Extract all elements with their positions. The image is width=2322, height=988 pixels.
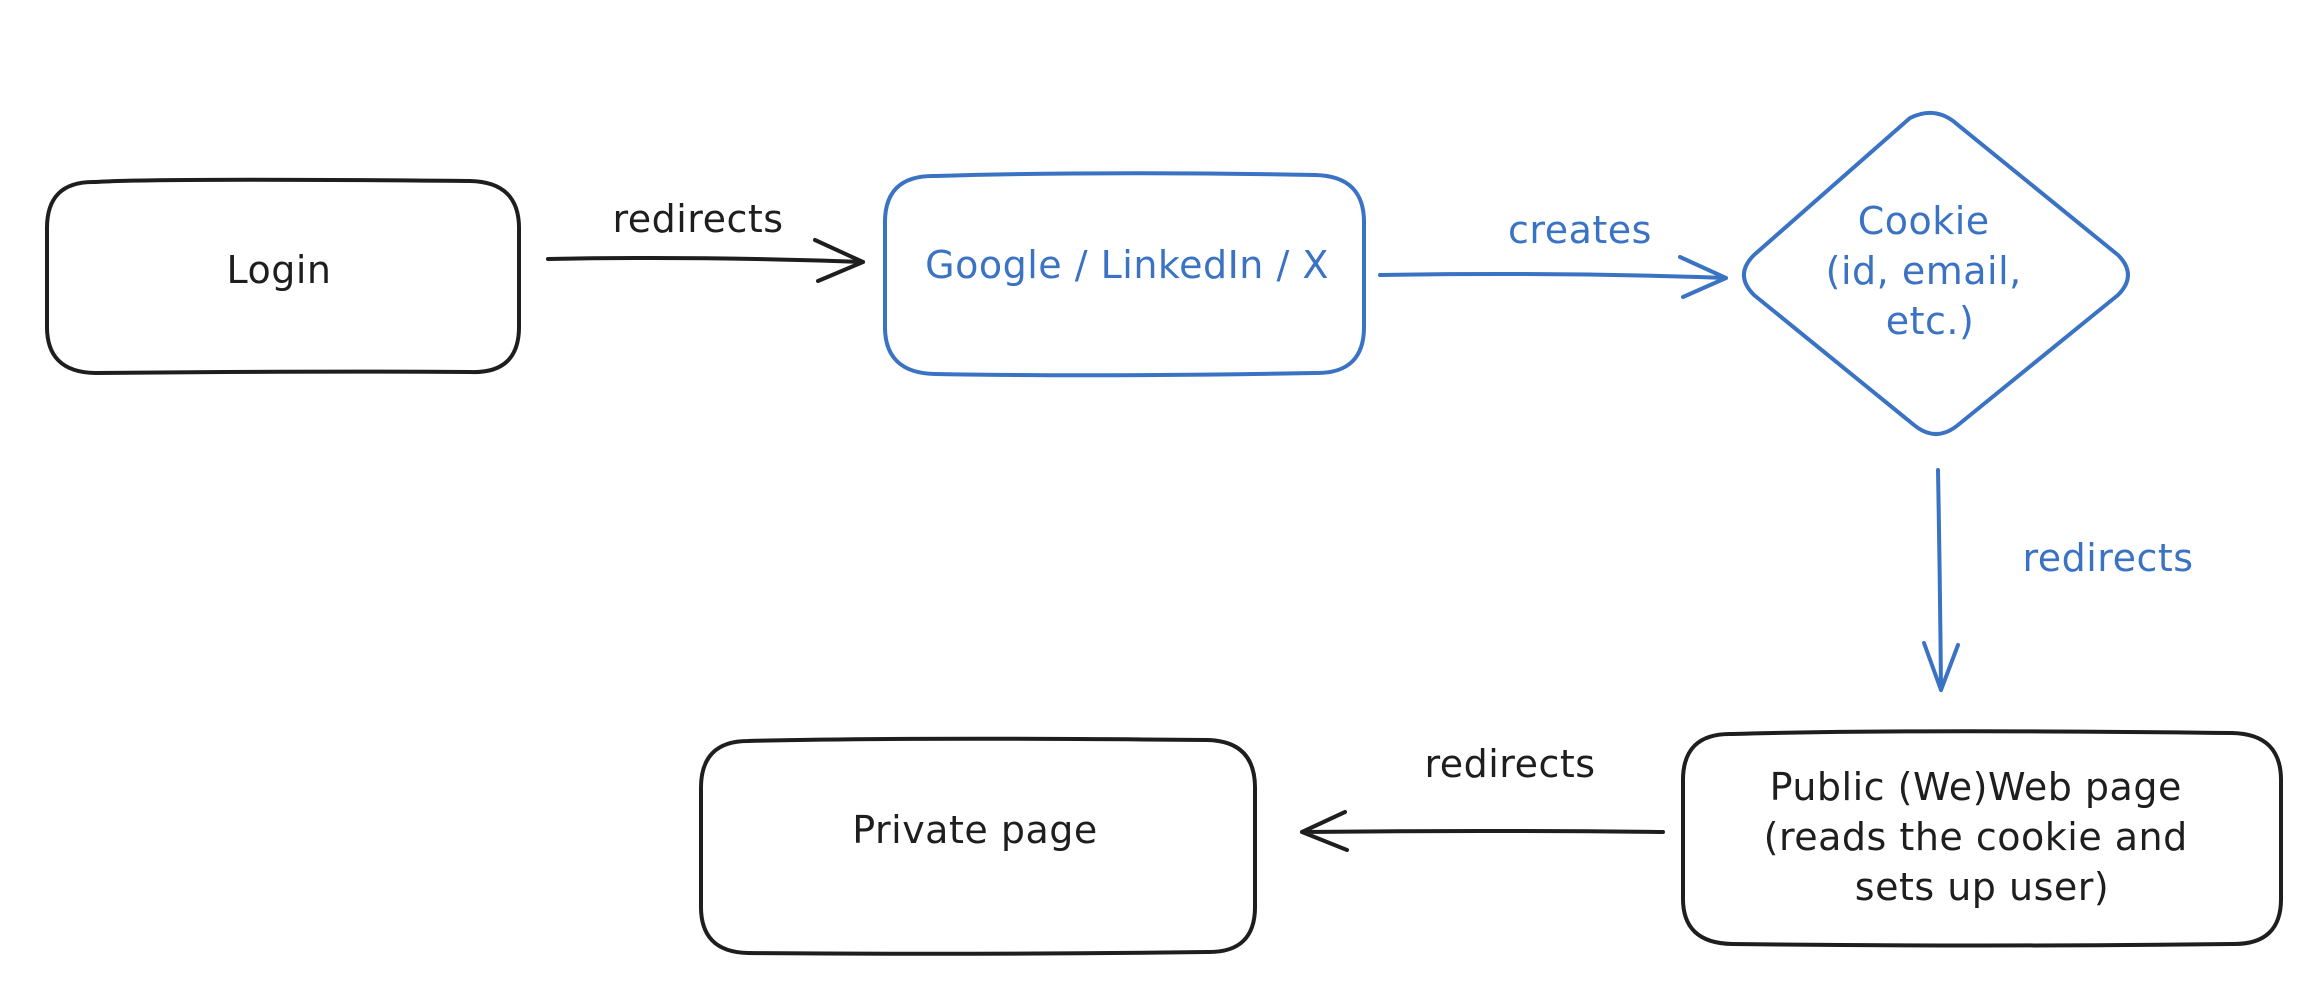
private-page-label: Private page	[852, 808, 1097, 852]
label-oauth-to-cookie: creates	[1508, 208, 1652, 252]
private-page-box-outline	[698, 736, 1258, 956]
arrow-login-to-oauth	[546, 238, 865, 283]
cookie-label: Cookie (id, email, etc.)	[1826, 199, 2035, 343]
cookie-label-line-2: (id, email,	[1826, 249, 2022, 293]
public-page-box-outline	[1680, 729, 2284, 948]
public-page-label-line-1: Public (We)Web page	[1770, 765, 2182, 809]
node-login: Login	[44, 177, 522, 375]
arrow-oauth-to-cookie	[1378, 255, 1728, 299]
edge-login-to-oauth: redirects	[546, 197, 865, 283]
cookie-diamond-outline	[1742, 110, 2130, 436]
edge-cookie-to-public-page: redirects	[1922, 468, 2193, 692]
edge-public-to-private-page: redirects	[1300, 742, 1665, 852]
node-private-page: Private page	[698, 736, 1258, 956]
public-page-label: Public (We)Web page (reads the cookie an…	[1764, 765, 2201, 909]
login-box-outline	[44, 177, 522, 375]
node-cookie: Cookie (id, email, etc.)	[1742, 110, 2130, 436]
oauth-label: Google / LinkedIn / X	[925, 243, 1329, 287]
cookie-label-line-3: etc.)	[1886, 299, 1975, 343]
label-login-to-oauth: redirects	[612, 197, 783, 241]
node-public-web-page: Public (We)Web page (reads the cookie an…	[1680, 729, 2284, 948]
edge-oauth-to-cookie: creates	[1378, 208, 1728, 299]
login-label: Login	[226, 248, 331, 292]
arrow-public-to-private-page	[1300, 810, 1665, 852]
label-cookie-to-public-page: redirects	[2022, 536, 2193, 580]
node-oauth-providers: Google / LinkedIn / X	[882, 171, 1367, 378]
public-page-label-line-2: (reads the cookie and	[1764, 815, 2188, 859]
arrow-cookie-to-public-page	[1922, 468, 1960, 692]
public-page-label-line-3: sets up user)	[1855, 865, 2109, 909]
cookie-label-line-1: Cookie	[1858, 199, 1990, 243]
label-public-to-private-page: redirects	[1424, 742, 1595, 786]
oauth-box-outline	[882, 171, 1367, 378]
